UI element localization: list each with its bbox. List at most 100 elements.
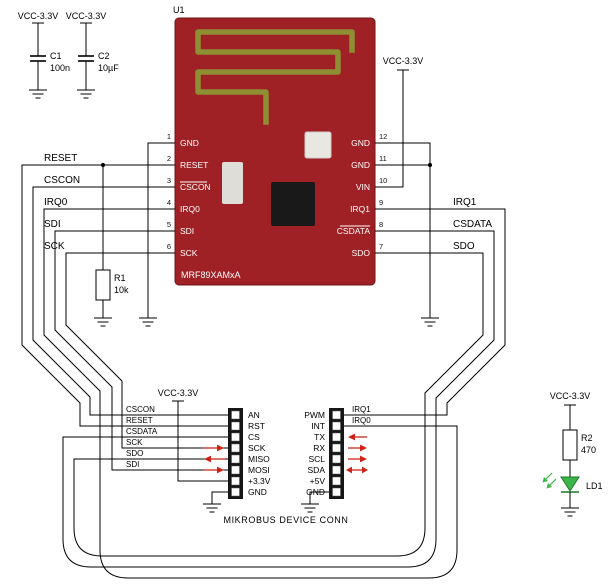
header-pad — [231, 487, 240, 497]
pin-name: SDO — [352, 248, 371, 258]
arrow-out-icon — [204, 455, 211, 463]
header-pin-label: RST — [248, 421, 265, 431]
decoupling-cap-c1: VCC-3.3V C1 100n — [18, 11, 70, 99]
header-pad — [231, 410, 240, 420]
header-pad — [332, 476, 341, 486]
pin-name: IRQ1 — [350, 204, 370, 214]
net-labels: RESET CSCON IRQ0 SDI SCK IRQ1 CSDATA SDO — [44, 153, 492, 252]
header-pin-label: +5V — [310, 476, 326, 486]
led-glow-arrow-icon — [548, 478, 557, 487]
led-glow-arrow-icon — [542, 477, 548, 483]
pin-number: 12 — [379, 132, 387, 141]
cap-ref: C2 — [98, 51, 110, 61]
pin-name: SCK — [180, 248, 198, 258]
wire-pin12-gnd — [375, 142, 431, 318]
header-pin-label: INT — [311, 421, 325, 431]
pin-name: CSDATA — [337, 226, 371, 236]
net-label: SDI — [126, 460, 139, 469]
net-label: CSDATA — [126, 427, 158, 436]
header-pad — [332, 487, 341, 497]
net-label: RESET — [44, 153, 77, 164]
header-pad — [231, 432, 240, 442]
rf-module: U1 MRF89XAMxA GND RESET CSCON IRQ0 SDI S… — [167, 5, 387, 286]
net-label: IRQ0 — [352, 416, 371, 425]
pin-name: RESET — [180, 160, 208, 170]
net-label: CSCON — [44, 175, 80, 186]
resistor-ref: R2 — [581, 433, 593, 443]
ground-symbol — [93, 317, 113, 327]
ground-symbol — [300, 503, 320, 513]
wire-sdi — [54, 230, 229, 471]
wire-reset — [21, 164, 229, 427]
header-pin-label: AN — [248, 410, 260, 420]
pin-name: IRQ0 — [180, 204, 200, 214]
net-label: SDI — [44, 219, 61, 230]
pin-number: 6 — [167, 242, 171, 251]
header-pin-label: PWM — [304, 410, 325, 420]
wire-sck — [65, 252, 229, 449]
net-label: SDO — [453, 241, 475, 252]
net-label: IRQ1 — [453, 197, 477, 208]
module-ref: U1 — [173, 5, 185, 15]
vin-supply: VCC-3.3V — [383, 56, 424, 71]
net-label: IRQ0 — [44, 197, 68, 208]
pin-number: 3 — [167, 176, 171, 185]
net-label: SCK — [44, 241, 65, 252]
resistor-value: 470 — [581, 445, 596, 455]
header-strip-right — [329, 408, 344, 499]
arrow-out-icon — [348, 433, 355, 441]
header-pin-label: MOSI — [248, 465, 270, 475]
mikrobus-connector: VCC-3.3V AN RST CS SCK MISO MOSI — [126, 388, 371, 525]
header-pin-label: MISO — [248, 454, 270, 464]
resistor-r1: R1 10k — [93, 165, 129, 327]
header-strip-left — [228, 408, 243, 499]
arrow-in-icon — [217, 466, 224, 474]
module-part-number: MRF89XAMxA — [181, 270, 241, 280]
header-pad — [231, 476, 240, 486]
header-pin-label: SCK — [248, 443, 266, 453]
led-glow-arrow-icon — [544, 472, 553, 481]
wire-gnd-left — [211, 491, 229, 504]
vcc-label: VCC-3.3V — [383, 56, 424, 66]
cap-value: 10µF — [98, 63, 119, 73]
vcc-label: VCC-3.3V — [66, 11, 107, 21]
wire-vcc-feed — [177, 401, 229, 482]
net-wires — [21, 70, 506, 579]
vcc-label: VCC-3.3V — [18, 11, 59, 21]
arrow-bidir-icon — [362, 466, 368, 474]
ground-symbol — [138, 317, 158, 327]
module-body — [174, 17, 376, 286]
pin-number: 2 — [167, 154, 171, 163]
pin-name: GND — [180, 138, 199, 148]
wire-gnd-right — [309, 491, 329, 504]
ground-symbol — [420, 317, 440, 327]
pin-number: 4 — [167, 198, 171, 207]
header-pad — [332, 465, 341, 475]
pin-number: 7 — [379, 242, 383, 251]
wire-csdata — [62, 230, 495, 568]
cap-value: 100n — [50, 63, 70, 73]
header-pin-label: +3.3V — [248, 476, 271, 486]
led-ref: LD1 — [586, 481, 603, 491]
header-pad — [231, 454, 240, 464]
ground-symbol — [560, 507, 580, 517]
header-pin-label: TX — [314, 432, 325, 442]
crystal-component — [304, 131, 332, 159]
net-label: IRQ1 — [352, 405, 371, 414]
pin-number: 11 — [379, 154, 387, 163]
led-indicator: VCC-3.3V R2 470 LD1 — [542, 391, 603, 517]
junction-dot — [427, 162, 433, 168]
arrow-in-icon — [360, 444, 367, 452]
wire-vin-vcc — [375, 70, 404, 188]
header-pin-label: RX — [313, 443, 325, 453]
header-pad — [332, 454, 341, 464]
pin-number: 10 — [379, 176, 387, 185]
connector-title: MIKROBUS DEVICE CONN — [223, 515, 348, 525]
vcc-label: VCC-3.3V — [550, 391, 591, 401]
wire-cscon — [32, 186, 229, 416]
pin-name: GND — [351, 160, 370, 170]
pin-name: VIN — [356, 182, 370, 192]
resistor-ref: R1 — [114, 273, 126, 283]
header-pad — [332, 443, 341, 453]
